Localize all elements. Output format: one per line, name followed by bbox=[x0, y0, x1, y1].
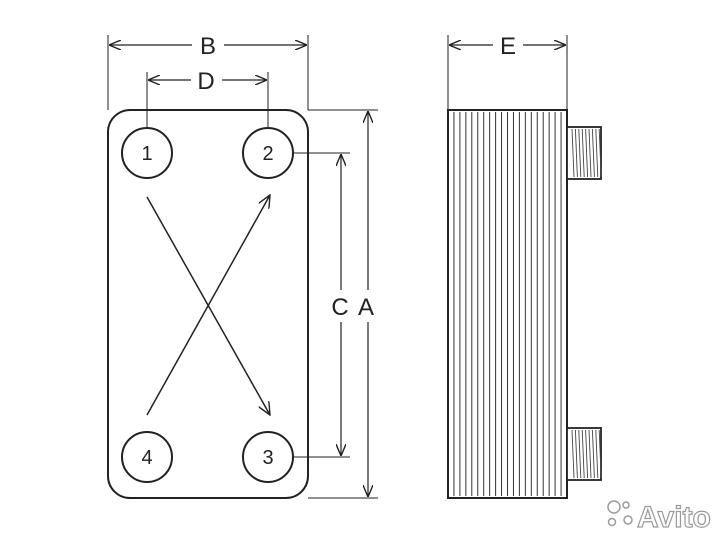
dimension-e-label: E bbox=[500, 33, 516, 60]
port-1: 1 bbox=[121, 127, 173, 179]
dimension-c-label: C bbox=[331, 294, 348, 321]
thread-line bbox=[591, 429, 595, 479]
port-4-label: 4 bbox=[141, 447, 152, 469]
connector-bottom bbox=[566, 427, 602, 481]
thread-line bbox=[571, 128, 575, 178]
thread-line bbox=[595, 128, 599, 178]
thread-line bbox=[574, 128, 578, 178]
front-view: 1 2 3 4 B D bbox=[107, 33, 378, 499]
thread-line bbox=[574, 429, 578, 479]
dimension-b-label: B bbox=[200, 33, 216, 60]
thread-line bbox=[578, 429, 582, 479]
thread-line bbox=[585, 128, 589, 178]
thread-line bbox=[581, 128, 585, 178]
watermark: Avito bbox=[607, 500, 711, 535]
thread-line bbox=[588, 128, 592, 178]
connector-top bbox=[566, 126, 602, 180]
dimension-b: B bbox=[107, 33, 309, 110]
port-1-label: 1 bbox=[141, 143, 152, 165]
watermark-text: Avito bbox=[637, 501, 711, 534]
dimension-a: A bbox=[308, 109, 378, 499]
thread-line bbox=[591, 128, 595, 178]
plate-lines bbox=[453, 112, 562, 496]
dimension-d-label: D bbox=[197, 68, 214, 95]
thread-line bbox=[581, 429, 585, 479]
thread-line bbox=[598, 429, 602, 479]
side-view: E bbox=[447, 33, 602, 499]
port-3: 3 bbox=[242, 431, 294, 483]
thread-line bbox=[585, 429, 589, 479]
thread-line bbox=[578, 128, 582, 178]
dimension-e: E bbox=[447, 33, 568, 110]
port-3-label: 3 bbox=[262, 447, 273, 469]
flow-arrow-4-to-2 bbox=[146, 195, 270, 416]
watermark-logo-icon bbox=[607, 500, 633, 527]
port-4: 4 bbox=[121, 431, 173, 483]
thread-line bbox=[588, 429, 592, 479]
thread-line bbox=[571, 429, 575, 479]
thread-line bbox=[598, 128, 602, 178]
port-2-label: 2 bbox=[262, 143, 273, 165]
port-2: 2 bbox=[242, 127, 294, 179]
thread-line bbox=[595, 429, 599, 479]
dimension-c: C bbox=[293, 152, 350, 458]
dimension-a-label: A bbox=[358, 294, 374, 321]
dimension-d: D bbox=[146, 68, 269, 128]
